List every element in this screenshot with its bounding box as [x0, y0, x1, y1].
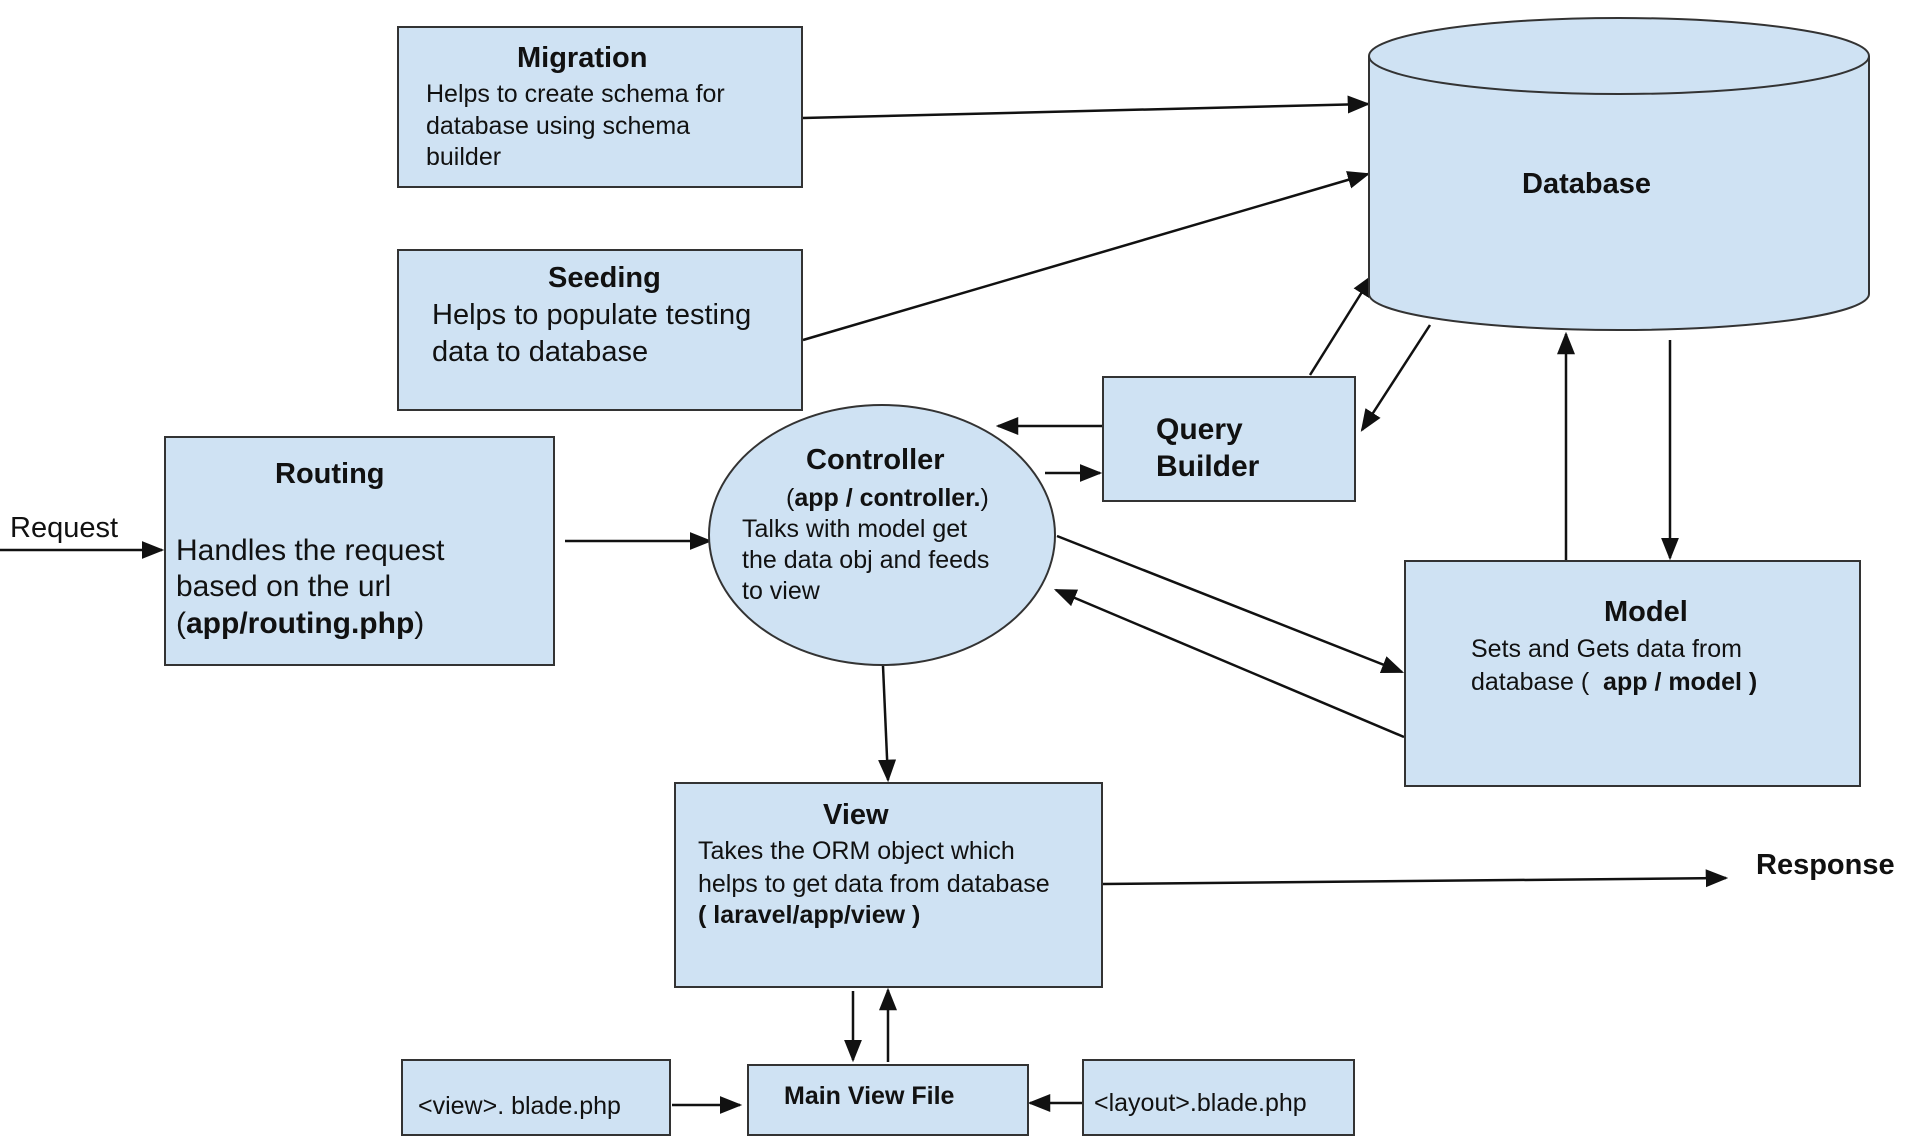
controller-path-line: (app / controller.) [786, 484, 989, 513]
view-desc-line2: helps to get data from database [698, 870, 1050, 898]
model-desc-line1: Sets and Gets data from [1471, 635, 1742, 663]
database-cylinder [1368, 17, 1870, 331]
controller-desc-line1: Talks with model get [742, 515, 968, 543]
request-label: Request [10, 512, 119, 544]
controller-desc-line3: to view [742, 577, 820, 605]
layout-blade-label: <layout>.blade.php [1094, 1089, 1307, 1117]
view-blade-box: <view>. blade.php [401, 1059, 671, 1136]
view-blade-label: <view>. blade.php [418, 1092, 621, 1120]
query-builder-line1: Query [1156, 413, 1243, 446]
controller-path-open: ( [786, 484, 795, 512]
model-desc-prefix: database ( [1471, 668, 1590, 696]
view-box: View Takes the ORM object which helps to… [674, 782, 1103, 988]
seeding-desc-line2: data to database [432, 336, 649, 368]
migration-desc-line3: builder [426, 143, 502, 171]
seeding-box: Seeding Helps to populate testing data t… [397, 249, 803, 411]
arrow-model-to-controller [1053, 588, 1405, 739]
routing-desc-line1: Handles the request [176, 534, 445, 567]
arrow-database-to-querybuilder [1360, 324, 1432, 432]
main-view-file-label: Main View File [784, 1082, 955, 1110]
query-builder-box: Query Builder [1102, 376, 1356, 502]
view-desc-line1: Takes the ORM object which [698, 837, 1015, 865]
arrow-seeding-to-database [802, 171, 1371, 342]
migration-desc-line2: database using schema [426, 112, 691, 140]
migration-title: Migration [517, 42, 648, 74]
seeding-desc-line1: Helps to populate testing [432, 299, 752, 331]
model-path: app / model ) [1603, 668, 1758, 696]
routing-path-line: (app/routing.php) [176, 607, 424, 642]
controller-ellipse: Controller (app / controller.) Talks wit… [708, 404, 1056, 666]
routing-path-open: ( [176, 607, 186, 640]
controller-title: Controller [806, 444, 945, 476]
query-builder-line2: Builder [1156, 450, 1260, 483]
arrow-view-to-response [1102, 869, 1729, 888]
layout-blade-box: <layout>.blade.php [1082, 1059, 1355, 1136]
view-path: ( laravel/app/view ) [698, 901, 921, 929]
seeding-title: Seeding [548, 262, 661, 294]
controller-desc-line2: the data obj and feeds [742, 546, 990, 574]
routing-title: Routing [275, 458, 385, 490]
routing-path-close: ) [414, 607, 425, 640]
model-box: Model Sets and Gets data from database (… [1404, 560, 1861, 787]
controller-path: app / controller. [794, 484, 981, 512]
arrow-migration-to-database [802, 95, 1371, 120]
migration-box: Migration Helps to create schema for dat… [397, 26, 803, 188]
migration-desc-line1: Helps to create schema for [426, 80, 725, 108]
response-label: Response [1756, 849, 1895, 881]
main-view-file-box: Main View File [747, 1064, 1029, 1136]
model-desc-line2: database ( app / model ) [1471, 668, 1757, 697]
arrow-controller-to-view [878, 665, 897, 783]
view-title: View [823, 799, 889, 831]
database-title: Database [1522, 168, 1651, 200]
model-title: Model [1604, 596, 1688, 628]
controller-path-close: ) [980, 484, 989, 512]
routing-desc-line2: based on the url [176, 570, 392, 603]
routing-box: Routing Handles the request based on the… [164, 436, 555, 666]
arrow-querybuilder-to-database [1308, 274, 1374, 376]
arrow-controller-to-model [1056, 534, 1405, 674]
routing-path: app/routing.php [186, 607, 415, 640]
